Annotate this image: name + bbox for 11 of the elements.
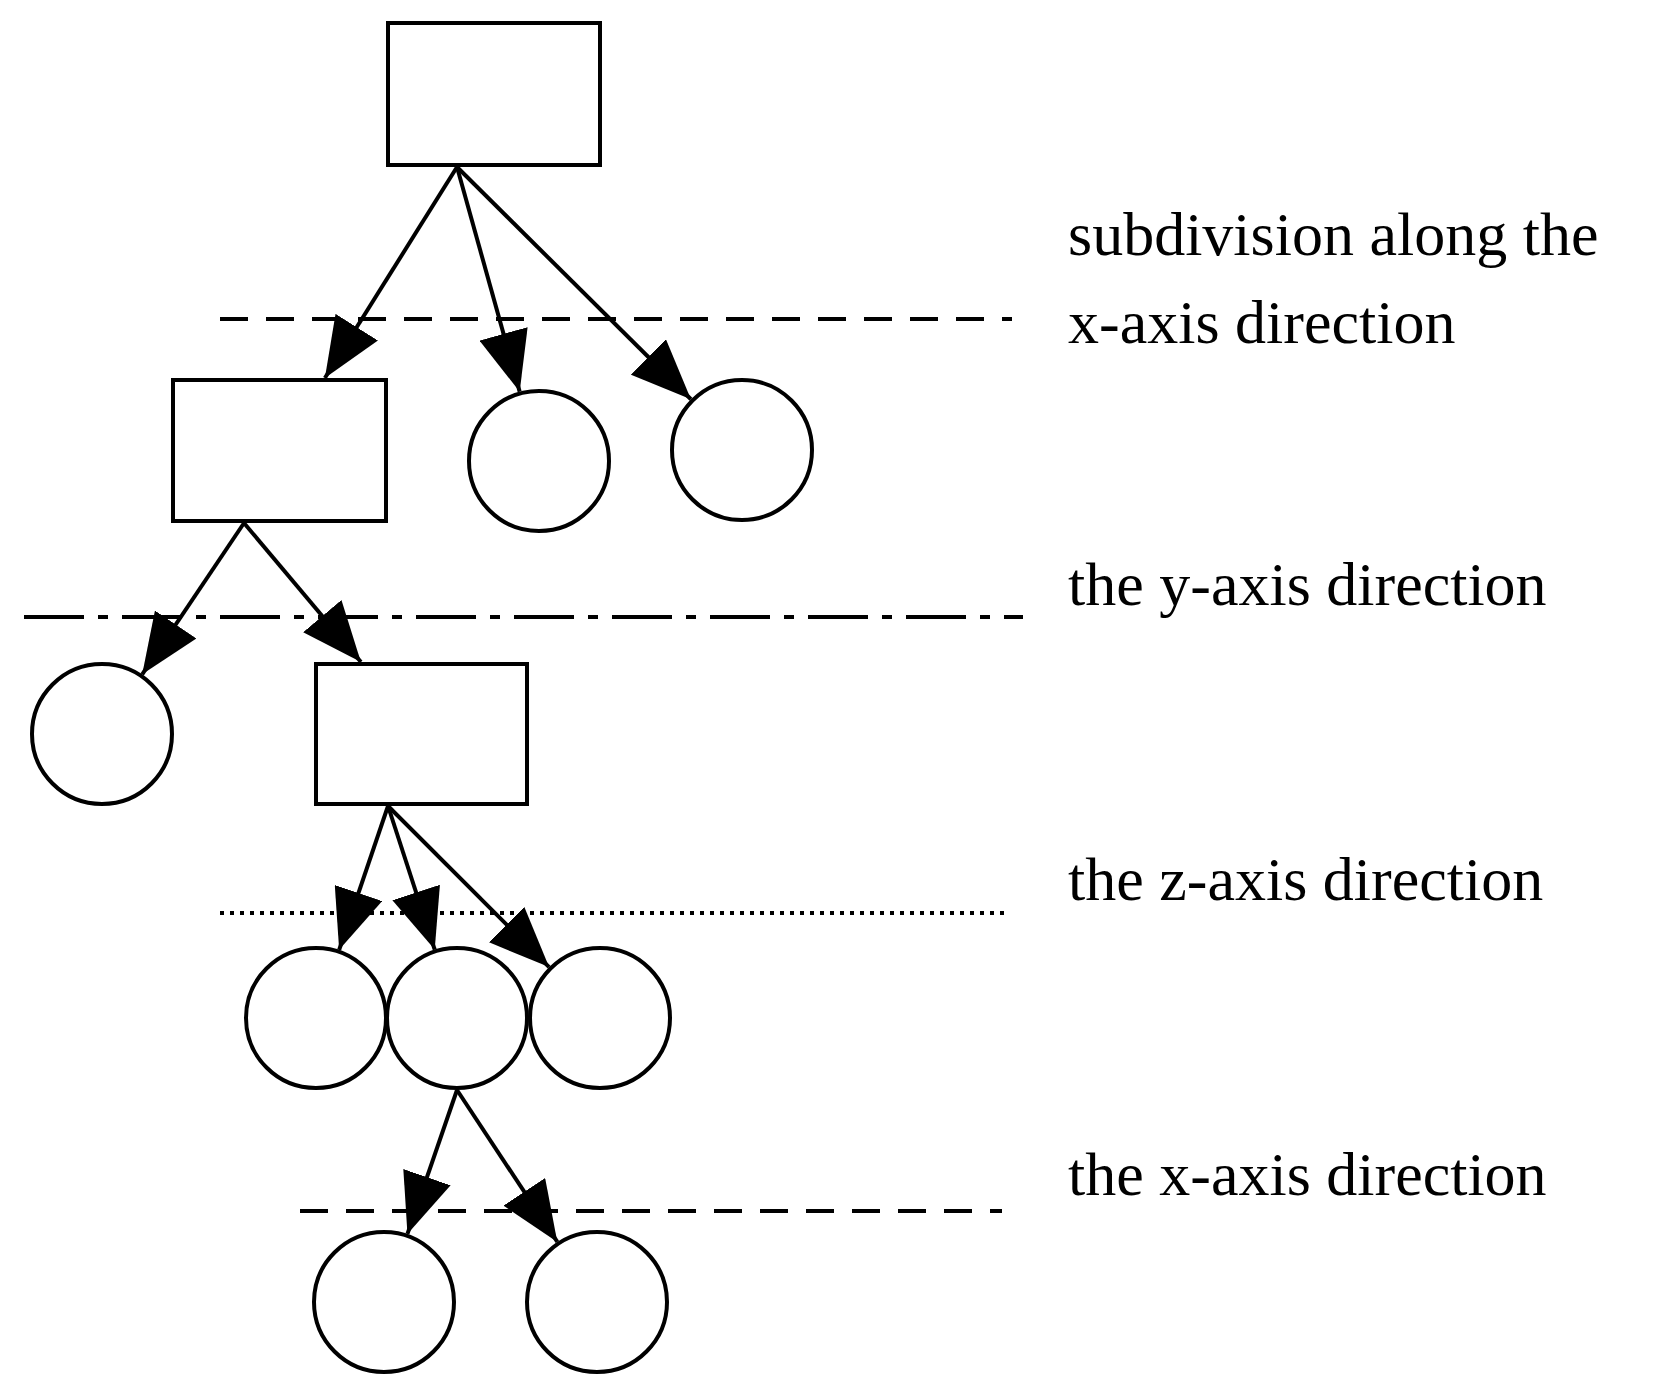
direction-label: subdivision along the x-axis direction [1068, 199, 1600, 358]
arrow [455, 1088, 559, 1244]
rectangle-node [386, 21, 602, 167]
arrow [323, 165, 459, 380]
arrow [140, 521, 246, 676]
rectangle-node [171, 378, 388, 523]
arrow [242, 521, 363, 664]
direction-label: the x-axis direction [1068, 1139, 1548, 1210]
rectangle-node [314, 662, 529, 806]
direction-label: the z-axis direction [1068, 844, 1545, 915]
direction-label: the y-axis direction [1068, 549, 1548, 620]
